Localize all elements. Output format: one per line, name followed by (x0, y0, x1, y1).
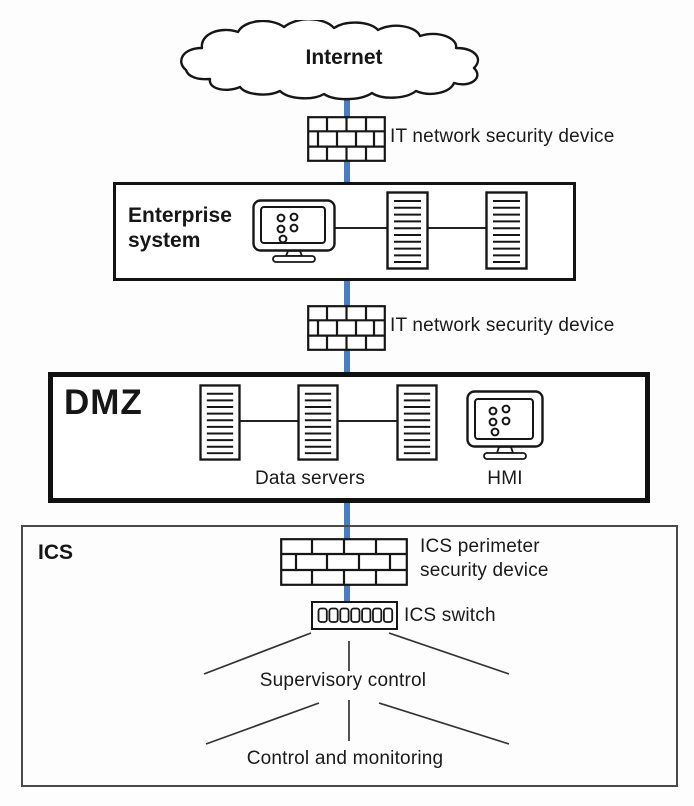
data-server-icon (396, 384, 438, 461)
ics-zone-title: ICS (38, 541, 74, 564)
data-server-icon (199, 384, 241, 461)
data-servers-label: Data servers (254, 468, 366, 489)
firewall-top-label: IT network security device (390, 126, 615, 147)
enterprise-server-icon (386, 191, 429, 270)
hmi-label: HMI (487, 468, 523, 489)
hmi-icon (466, 390, 544, 460)
ics-perimeter-label-line1: ICS perimeter (420, 536, 540, 557)
enterprise-server-icon (485, 191, 528, 270)
enterprise-zone-title: Enterprise system (128, 204, 232, 252)
firewall-middle-icon (307, 305, 386, 351)
ics-perimeter-label-line2: security device (420, 560, 549, 581)
ics-zone-box (21, 525, 678, 787)
firewall-middle-label: IT network security device (390, 315, 615, 336)
data-server-icon (297, 384, 339, 461)
dmz-zone-title: DMZ (64, 383, 143, 422)
supervisory-control-label: Supervisory control (259, 670, 427, 691)
internet-label: Internet (305, 46, 383, 69)
dmz-zone-box (48, 372, 650, 503)
firewall-top-icon (307, 116, 386, 162)
internet-cloud-icon (180, 20, 480, 101)
ics-switch-icon (311, 601, 398, 630)
ics-switch-label: ICS switch (404, 605, 496, 626)
ics-firewall-icon (280, 538, 408, 586)
control-monitoring-label: Control and monitoring (246, 748, 444, 769)
workstation-icon (252, 199, 336, 263)
